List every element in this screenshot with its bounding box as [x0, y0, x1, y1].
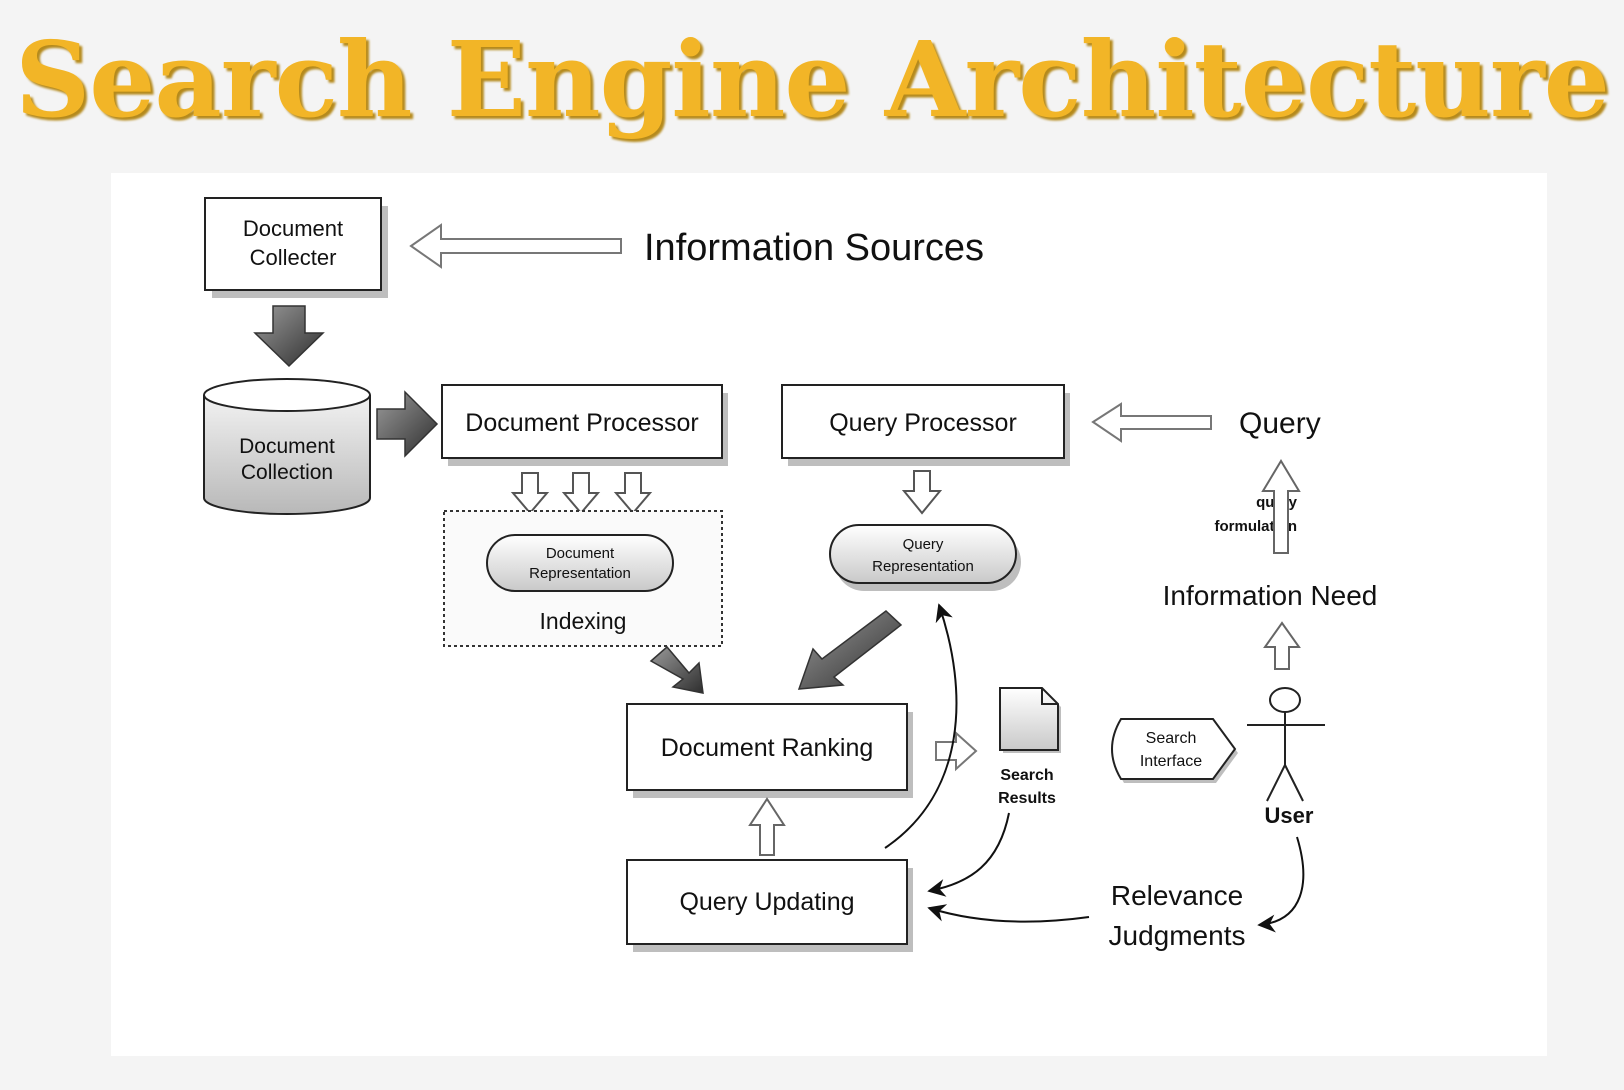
collection-to-processor-arrow	[376, 390, 439, 458]
ranking-to-results-arrow	[935, 730, 978, 772]
diagram-panel: Document Collecter Information Sources D…	[111, 173, 1547, 1056]
formulation-arrow	[1261, 459, 1301, 554]
processor-to-indexing-arrows	[510, 472, 653, 515]
document-processor-label: Document Processor	[465, 409, 698, 437]
feedback-curves	[884, 603, 1305, 933]
query-representation-label-1: Query	[903, 536, 944, 553]
qr-to-ranking-arrow	[797, 610, 903, 690]
user-figure-icon	[1247, 687, 1325, 802]
document-collection-label-2: Collection	[241, 461, 333, 484]
document-collecter-label-1: Document	[243, 216, 343, 241]
document-representation-label-1: Document	[546, 545, 615, 562]
document-representation-label-2: Representation	[529, 565, 631, 582]
search-results-label-2: Results	[998, 790, 1056, 807]
user-to-judgments-curve	[1257, 836, 1305, 933]
indexing-box: Document Representation Indexing	[443, 510, 723, 647]
query-representation-label-2: Representation	[872, 558, 974, 575]
search-results-label-1: Search	[1000, 767, 1053, 784]
relevance-judgments-label-2: Judgments	[1109, 920, 1246, 951]
updating-to-qr-curve	[884, 603, 958, 849]
information-need-label: Information Need	[1163, 580, 1378, 611]
query-updating-label: Query Updating	[679, 888, 854, 916]
page-title: Search Engine Architecture	[15, 18, 1610, 141]
indexing-label: Indexing	[540, 608, 627, 634]
judgments-to-updating-curve	[927, 904, 1090, 923]
document-collecter-box: Document Collecter	[204, 197, 388, 298]
updating-to-ranking-arrow	[748, 797, 786, 856]
search-interface-label-2: Interface	[1140, 753, 1202, 770]
search-results-doc-icon	[999, 687, 1061, 753]
search-interface-label-1: Search	[1146, 730, 1197, 747]
document-ranking-label: Document Ranking	[661, 734, 874, 762]
user-label: User	[1265, 803, 1314, 828]
collecter-to-collection-arrow	[253, 305, 325, 368]
query-updating-box: Query Updating	[626, 859, 913, 952]
query-label: Query	[1239, 407, 1321, 440]
relevance-judgments-label-1: Relevance	[1111, 880, 1243, 911]
indexing-to-ranking-arrow	[649, 645, 704, 694]
query-to-processor-arrow	[1091, 402, 1212, 443]
search-interface-shape: Search Interface	[1111, 718, 1238, 783]
architecture-diagram: Document Collecter Information Sources D…	[203, 197, 1378, 952]
query-processor-label: Query Processor	[829, 409, 1017, 437]
query-processor-box: Query Processor	[781, 384, 1070, 466]
sources-arrow	[409, 223, 622, 269]
document-collection-cylinder: Document Collection	[203, 378, 371, 515]
document-collection-label-1: Document	[239, 435, 335, 458]
document-ranking-box: Document Ranking	[626, 703, 913, 798]
document-collecter-label-2: Collecter	[250, 245, 337, 270]
document-processor-box: Document Processor	[441, 384, 728, 466]
information-sources-label: Information Sources	[644, 227, 984, 269]
qp-to-qr-arrow	[901, 470, 943, 515]
results-to-updating-curve	[927, 812, 1010, 897]
query-representation-pill: Query Representation	[829, 524, 1021, 591]
user-to-need-arrow	[1263, 621, 1301, 670]
